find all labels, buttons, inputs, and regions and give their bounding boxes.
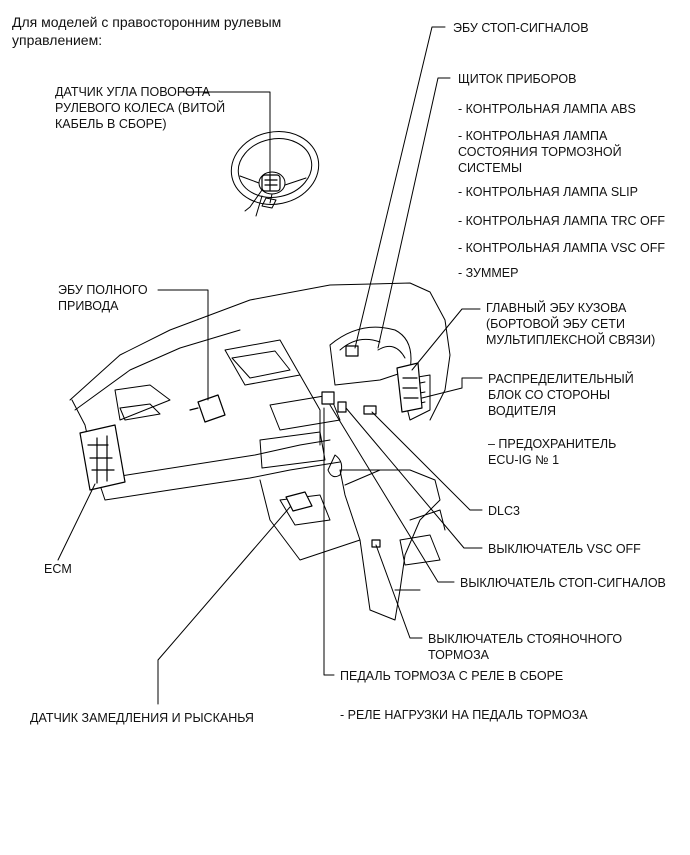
- label-vsc-off-lamp: - КОНТРОЛЬНАЯ ЛАМПА VSC OFF: [458, 241, 665, 255]
- dlc3-block: [363, 405, 377, 415]
- leader-ecm: [57, 483, 96, 561]
- label-trc-off-lamp: - КОНТРОЛЬНАЯ ЛАМПА TRC OFF: [458, 214, 665, 228]
- ecm-block: [79, 424, 126, 491]
- label-main-body-ecu: ГЛАВНЫЙ ЭБУ КУЗОВА (БОРТОВОЙ ЭБУ СЕТИ МУ…: [486, 301, 656, 347]
- switch-cluster-block: [321, 391, 347, 413]
- label-dlc3: DLC3: [488, 504, 520, 518]
- label-combination-meter: ЩИТОК ПРИБОРОВ: [458, 72, 577, 86]
- label-parking-brake-switch: ВЫКЛЮЧАТЕЛЬ СТОЯНОЧНОГО ТОРМОЗА: [428, 632, 623, 662]
- label-driver-side-junction-block: РАСПРЕДЕЛИТЕЛЬНЫЙ БЛОК СО СТОРОНЫ ВОДИТЕ…: [488, 372, 634, 418]
- parking-brake-switch-block: [371, 539, 381, 548]
- leader-parking-brake-switch: [375, 544, 423, 639]
- label-steering-angle-sensor: ДАТЧИК УГЛА ПОВОРОТА РУЛЕВОГО КОЛЕСА (ВИ…: [55, 85, 226, 131]
- leader-stop-light-switch: [329, 404, 455, 583]
- leader-lines: [57, 26, 483, 705]
- label-buzzer: - ЗУММЕР: [458, 266, 519, 280]
- leader-dlc3: [371, 411, 483, 511]
- label-stop-light-ecu: ЭБУ СТОП-СИГНАЛОВ: [453, 21, 589, 35]
- label-brake-system-lamp: - КОНТРОЛЬНАЯ ЛАМПА СОСТОЯНИЯ ТОРМОЗНОЙ …: [458, 129, 622, 175]
- dashboard-outline: [69, 282, 451, 621]
- stop-light-ecu-block: [345, 345, 359, 357]
- leader-yaw-rate-sensor: [157, 506, 291, 705]
- leader-steering-sensor: [182, 91, 271, 181]
- label-ecu-ig-fuse: – ПРЕДОХРАНИТЕЛЬ ECU-IG № 1: [488, 437, 617, 467]
- steering-angle-sensor-drawing: [261, 174, 281, 192]
- label-abs-lamp: - КОНТРОЛЬНАЯ ЛАМПА ABS: [458, 102, 636, 116]
- leader-main-body-ecu: [411, 308, 481, 371]
- label-ecm: ECM: [44, 562, 72, 576]
- leader-stop-light-ecu: [354, 26, 446, 349]
- body-ecu-block: [396, 362, 423, 413]
- leader-brake-pedal: [323, 407, 335, 676]
- leader-combination-meter: [377, 77, 451, 349]
- label-brake-pedal-assembly: ПЕДАЛЬ ТОРМОЗА С РЕЛЕ В СБОРЕ: [340, 669, 564, 683]
- steering-wheel-drawing: [230, 131, 320, 217]
- page-header: Для моделей с правосторонним рулевым упр…: [12, 14, 282, 48]
- 4wd-ecu-block: [189, 394, 226, 423]
- yaw-rate-sensor-block: [285, 491, 313, 512]
- label-brake-pedal-load-relay: - РЕЛЕ НАГРУЗКИ НА ПЕДАЛЬ ТОРМОЗА: [340, 708, 588, 722]
- label-4wd-ecu: ЭБУ ПОЛНОГО ПРИВОДА: [58, 283, 148, 313]
- leader-vsc-off-switch: [345, 407, 483, 549]
- leader-junction-block: [421, 377, 483, 399]
- label-stop-light-switch: ВЫКЛЮЧАТЕЛЬ СТОП-СИГНАЛОВ: [460, 576, 666, 590]
- leader-4wd-ecu: [157, 289, 209, 401]
- label-slip-lamp: - КОНТРОЛЬНАЯ ЛАМПА SLIP: [458, 185, 638, 199]
- label-yaw-rate-sensor: ДАТЧИК ЗАМЕДЛЕНИЯ И РЫСКАНЬЯ: [30, 711, 254, 725]
- label-vsc-off-switch: ВЫКЛЮЧАТЕЛЬ VSC OFF: [488, 542, 641, 556]
